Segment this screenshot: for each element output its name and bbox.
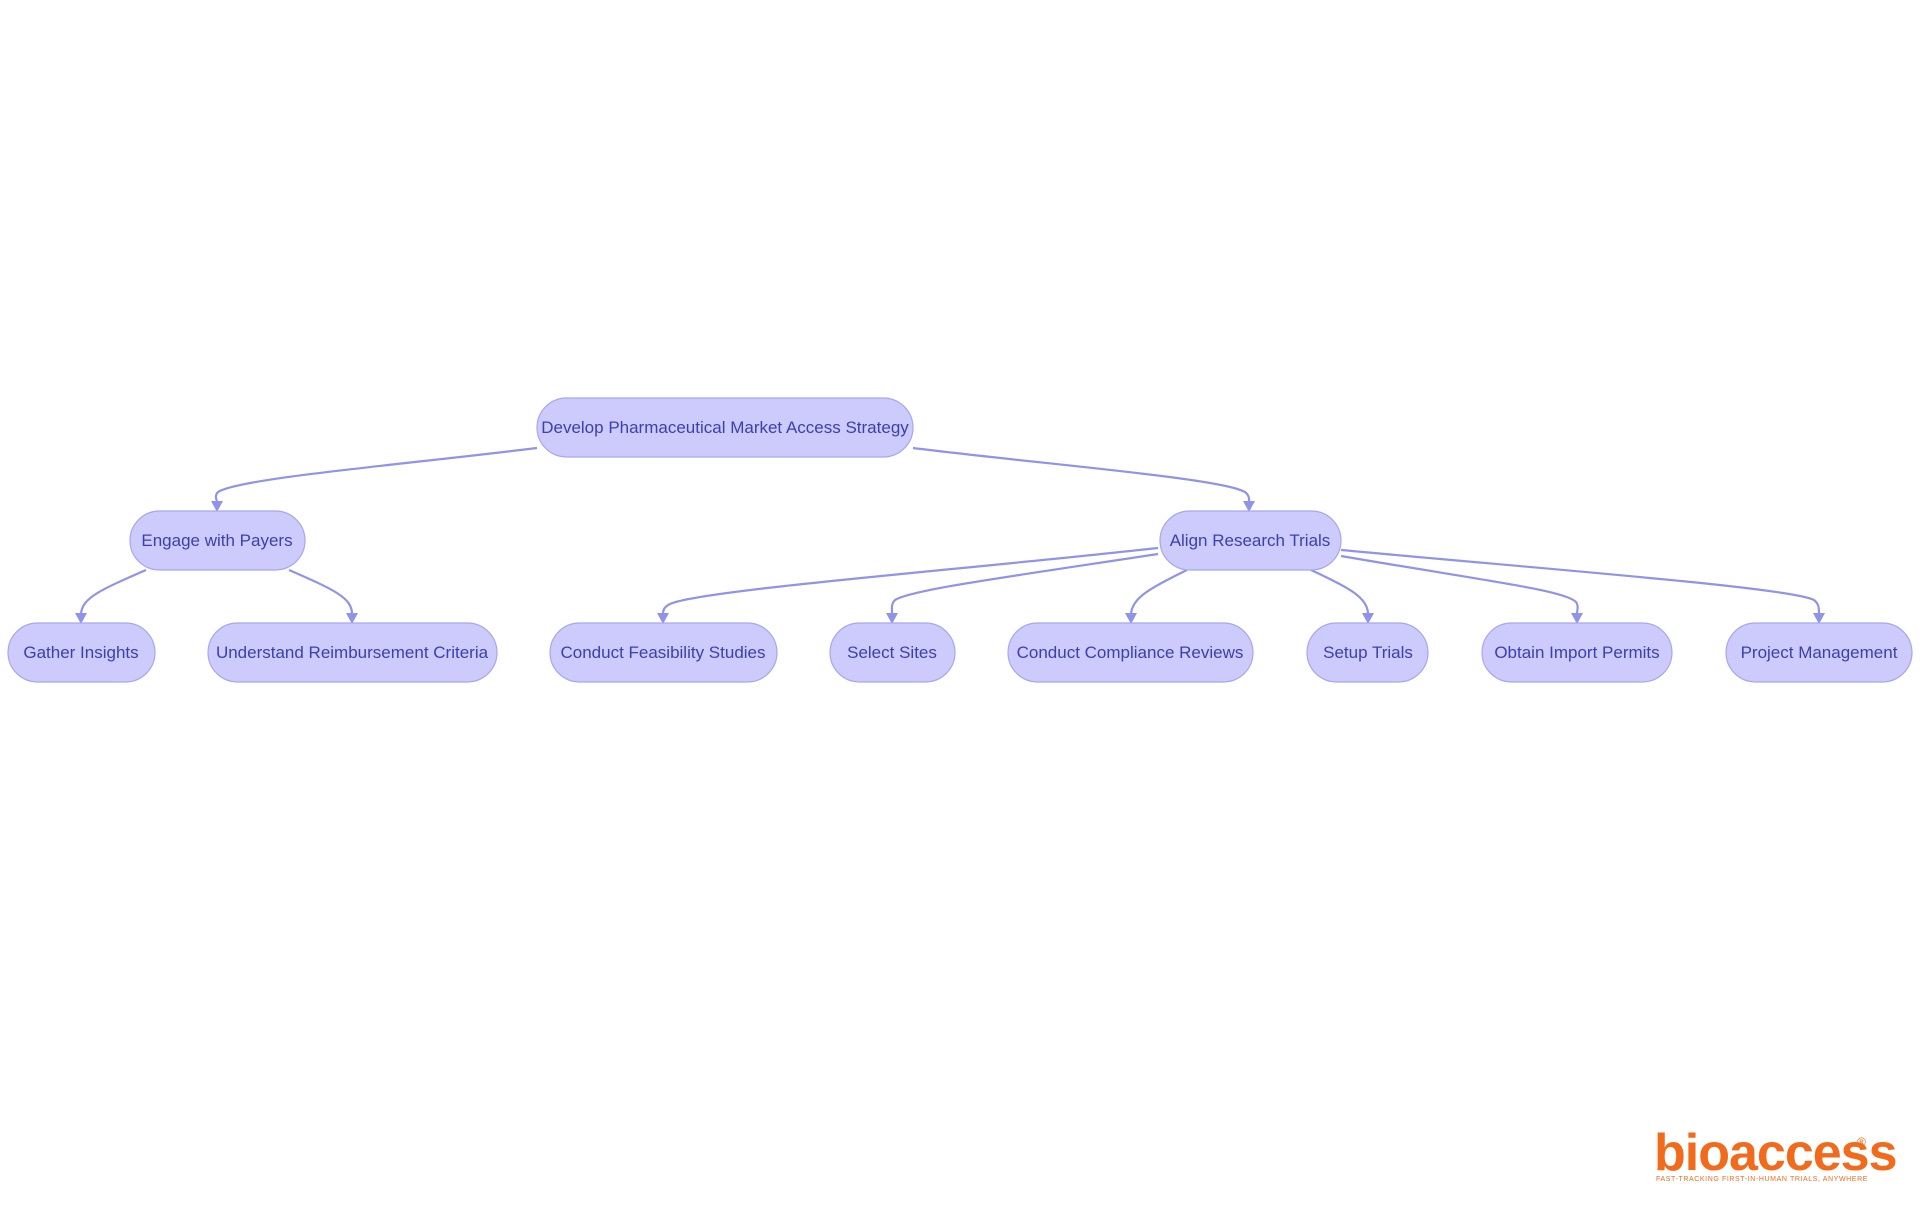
- node-permits[interactable]: Obtain Import Permits: [1481, 622, 1673, 683]
- node-pm-label: Project Management: [1741, 643, 1898, 662]
- arrowhead-feasibility: [657, 613, 669, 624]
- node-feasibility-label: Conduct Feasibility Studies: [560, 643, 765, 662]
- node-payers-label: Engage with Payers: [141, 531, 292, 550]
- node-sites[interactable]: Select Sites: [829, 622, 956, 683]
- edge-trials-to-sites: [890, 552, 1159, 615]
- arrowhead-pm: [1813, 613, 1825, 624]
- node-reimbursement-label: Understand Reimbursement Criteria: [216, 643, 489, 662]
- node-feasibility[interactable]: Conduct Feasibility Studies: [549, 622, 778, 683]
- edge-trials-to-feasibility: [661, 546, 1159, 615]
- arrowhead-compliance: [1125, 613, 1137, 624]
- arrowhead-payers: [211, 501, 223, 512]
- node-permits-label: Obtain Import Permits: [1494, 643, 1659, 662]
- edge-payers-to-insights: [79, 568, 147, 615]
- node-setup[interactable]: Setup Trials: [1306, 622, 1429, 683]
- edge-trials-to-pm: [1340, 548, 1821, 615]
- node-root[interactable]: Develop Pharmaceutical Market Access Str…: [536, 397, 914, 458]
- arrowhead-setup: [1362, 613, 1374, 624]
- arrowhead-sites: [886, 613, 898, 624]
- edge-trials-to-permits: [1340, 554, 1579, 615]
- arrowhead-insights: [75, 613, 87, 624]
- node-setup-label: Setup Trials: [1323, 643, 1413, 662]
- node-pm[interactable]: Project Management: [1725, 622, 1913, 683]
- logo-tagline: FAST-TRACKING FIRST-IN-HUMAN TRIALS, ANY…: [1656, 1176, 1868, 1183]
- node-trials-label: Align Research Trials: [1170, 531, 1331, 550]
- arrowhead-permits: [1571, 613, 1583, 624]
- edge-trials-to-setup: [1310, 569, 1370, 615]
- logo-wordmark: bioaccess: [1654, 1124, 1897, 1182]
- nodes-layer: Develop Pharmaceutical Market Access Str…: [7, 397, 1913, 683]
- node-sites-label: Select Sites: [847, 643, 937, 662]
- edge-trials-to-compliance: [1129, 569, 1188, 615]
- node-compliance[interactable]: Conduct Compliance Reviews: [1007, 622, 1254, 683]
- node-insights-label: Gather Insights: [23, 643, 138, 662]
- bioaccess-logo: bioaccess ® FAST-TRACKING FIRST-IN-HUMAN…: [1654, 1124, 1898, 1183]
- edge-root-to-payers: [214, 446, 538, 503]
- logo-registered-mark: ®: [1857, 1135, 1866, 1149]
- edge-payers-to-reimbursement: [288, 568, 354, 615]
- node-payers[interactable]: Engage with Payers: [129, 510, 306, 571]
- node-compliance-label: Conduct Compliance Reviews: [1017, 643, 1244, 662]
- arrowhead-reimbursement: [346, 613, 358, 624]
- edges-layer: [75, 446, 1825, 624]
- arrowhead-trials: [1243, 501, 1255, 512]
- node-trials[interactable]: Align Research Trials: [1159, 510, 1342, 571]
- edge-root-to-trials: [912, 446, 1251, 503]
- node-insights[interactable]: Gather Insights: [7, 622, 156, 683]
- node-root-label: Develop Pharmaceutical Market Access Str…: [541, 418, 909, 437]
- node-reimbursement[interactable]: Understand Reimbursement Criteria: [207, 622, 498, 683]
